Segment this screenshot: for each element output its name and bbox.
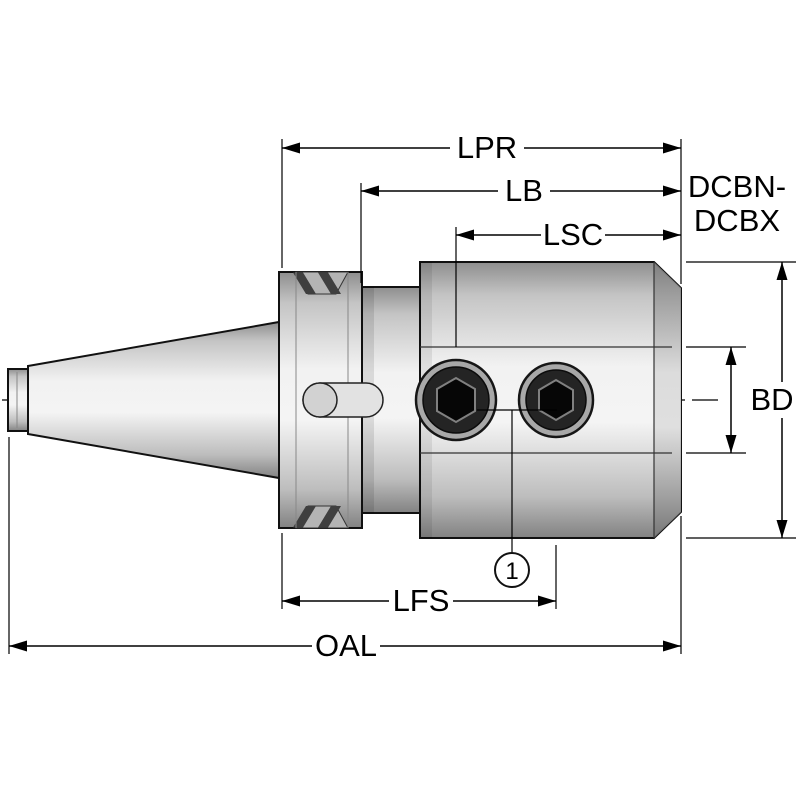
flange-slot [302,382,384,418]
lsc-label: LSC [543,217,603,252]
arrow-left [361,185,379,197]
arrow-right [663,229,681,241]
drive-slot-top-left [293,272,316,294]
hex-socket [436,376,476,424]
arrow-right [538,595,556,607]
dimension-oal: OAL [8,437,681,663]
dimension-lfs: LFS [281,533,557,618]
taper-cone [27,320,280,480]
lpr-label-bg [450,131,524,165]
arrow-up [776,262,788,280]
set-screw-left [414,358,498,442]
drive-slot-top-right [318,272,341,294]
arrow-left [9,640,27,652]
arrow-left [282,142,300,154]
arrow-left [282,595,300,607]
dimension-bd: BD [686,261,798,539]
arrow-up [725,347,737,365]
end-chamfer [654,262,681,538]
bd-label: BD [750,382,793,417]
oal-label: OAL [315,628,377,663]
callout-circle [494,552,530,588]
lpr-label: LPR [457,130,517,165]
lb-label-bg [498,174,550,208]
lb-label: LB [505,173,543,208]
arrow-right [663,185,681,197]
hex-socket [538,378,574,422]
bd-label-bg [746,382,798,418]
shank-tip [7,368,29,432]
bore-range-label: DCBN- DCBX [688,169,786,238]
arrow-down [776,520,788,538]
lsc-label-bg [541,218,605,252]
callout-1: 1 [477,409,557,588]
taper-shank [7,320,280,480]
dimension-lb: LB [360,173,681,283]
lfs-label: LFS [393,583,450,618]
oal-label-bg [312,629,380,663]
arrow-right [663,640,681,652]
dimension-lsc: LSC [455,217,681,347]
flange-hole [302,382,338,418]
bore-range-line2: DCBX [694,203,780,238]
arrow-right [663,142,681,154]
callout-number: 1 [505,558,518,585]
bore-range-line1: DCBN- [688,169,786,204]
drive-slot-bottom-left [293,506,316,528]
dimension-lpr: LPR [281,130,681,268]
set-screw-right [517,361,595,439]
arrow-down [725,435,737,453]
lfs-label-bg [389,584,453,618]
arrow-left [456,229,474,241]
drive-slot-bottom-right [318,506,341,528]
dimension-bore-diameter [686,346,746,454]
